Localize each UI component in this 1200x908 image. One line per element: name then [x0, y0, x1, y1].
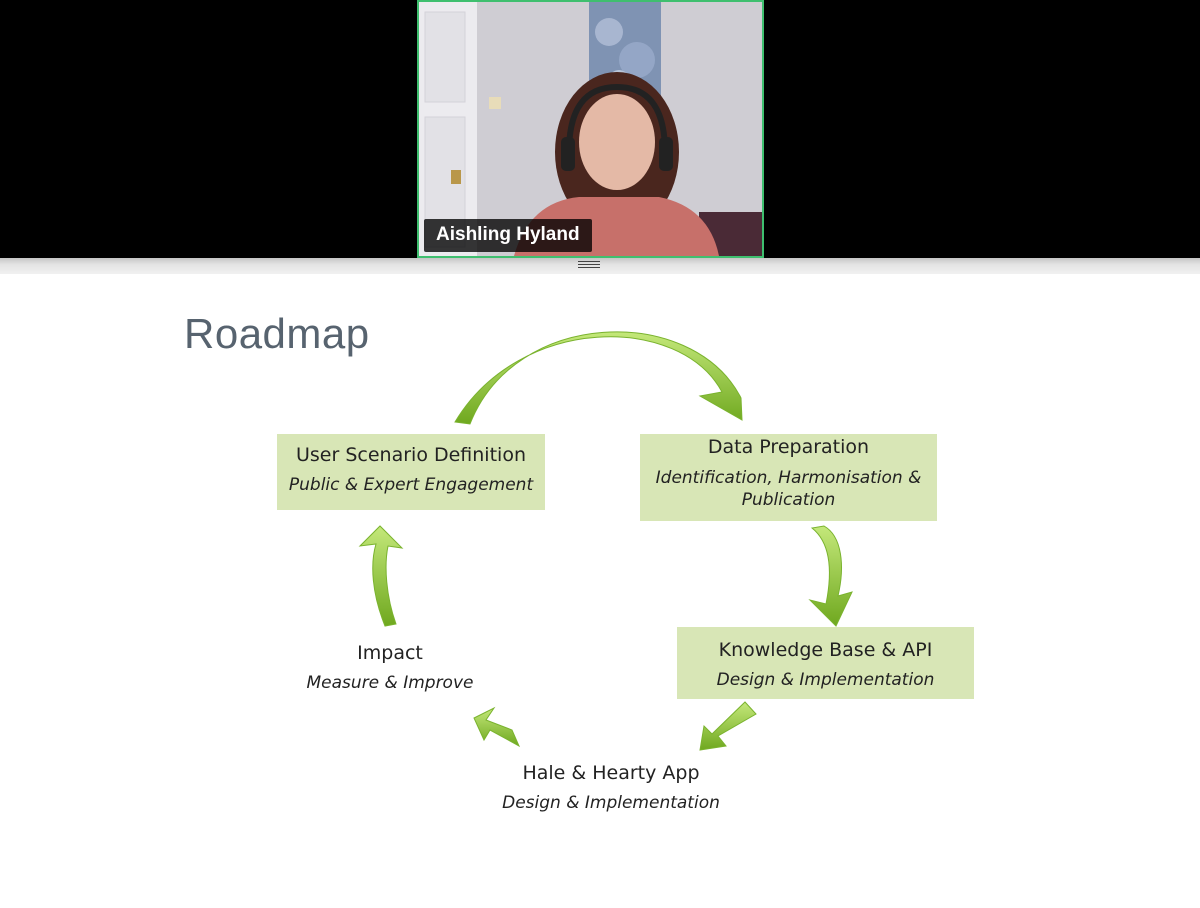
node-title: User Scenario Definition: [296, 444, 526, 466]
node-data-preparation: Data Preparation Identification, Harmoni…: [640, 434, 937, 521]
node-title: Hale & Hearty App: [522, 762, 700, 784]
participant-video-tile[interactable]: Aishling Hyland: [417, 0, 764, 258]
arrow-left-up: [358, 525, 404, 627]
arrow-right-down: [808, 525, 853, 627]
node-hale-hearty-app: Hale & Hearty App Design & Implementatio…: [470, 762, 752, 814]
shared-slide: Roadmap User Scenario Definition Public …: [0, 274, 1200, 908]
slide-title: Roadmap: [184, 310, 370, 357]
arrow-bottom-left: [473, 706, 521, 748]
node-subtitle: Identification, Harmonisation & Publicat…: [655, 468, 922, 510]
participant-video-feed: [419, 2, 762, 256]
node-subtitle: Design & Implementation: [502, 793, 720, 813]
node-title: Knowledge Base & API: [718, 639, 933, 661]
node-title: Impact: [357, 642, 423, 664]
pane-resize-divider[interactable]: [0, 258, 1200, 274]
node-title: Data Preparation: [707, 436, 870, 458]
node-user-scenario-definition: User Scenario Definition Public & Expert…: [277, 434, 545, 510]
cycle-arrows: [358, 331, 853, 751]
node-knowledge-base-api: Knowledge Base & API Design & Implementa…: [677, 627, 974, 699]
node-subtitle: Public & Expert Engagement: [288, 475, 534, 495]
participant-name-tag: Aishling Hyland: [424, 219, 592, 252]
node-impact: Impact Measure & Improve: [280, 642, 500, 694]
arrow-top-curved: [454, 331, 743, 425]
video-strip: Aishling Hyland: [0, 0, 1200, 258]
node-subtitle: Design & Implementation: [716, 670, 935, 690]
node-subtitle: Measure & Improve: [306, 673, 474, 693]
resize-grip-icon[interactable]: [578, 261, 600, 271]
arrow-bottom-right: [699, 701, 757, 751]
